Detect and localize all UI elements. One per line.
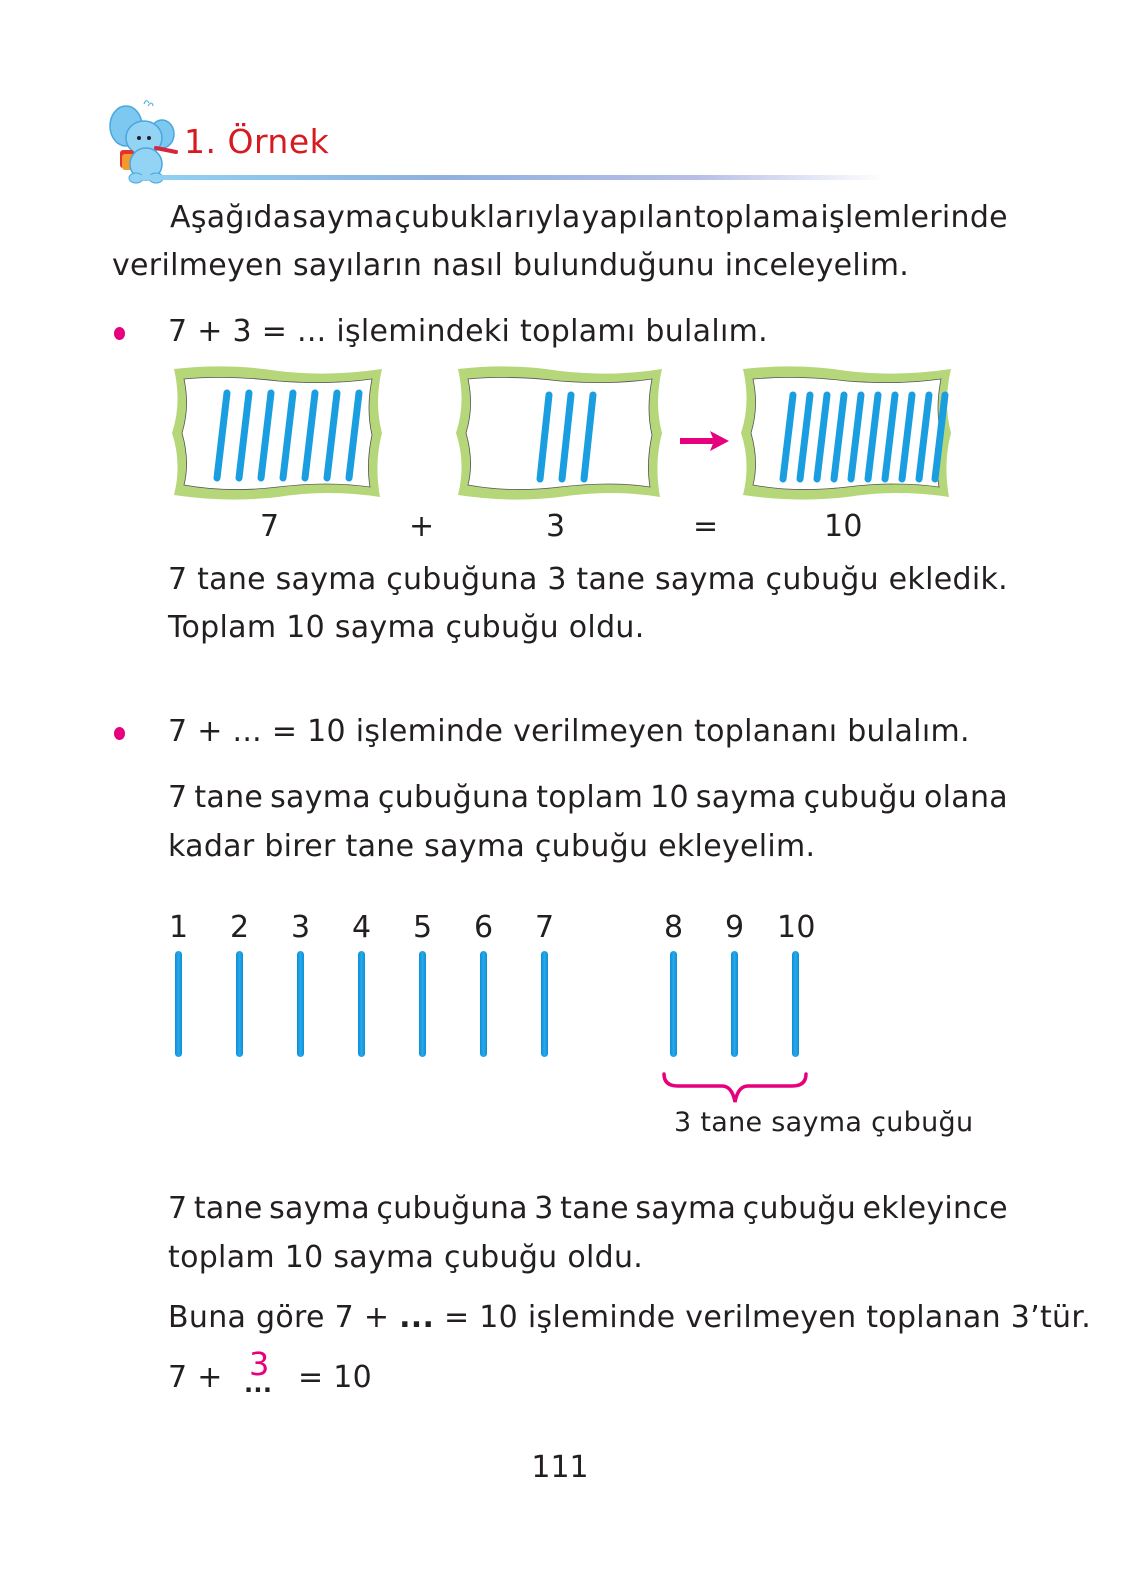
- blank-dots: ...: [399, 1300, 435, 1335]
- word: 7: [168, 562, 188, 597]
- box-label-3: 3: [546, 509, 566, 544]
- counting-stick: [480, 951, 487, 1057]
- counting-stick: [236, 951, 243, 1057]
- conclusion-line-1: 7 tane sayma çubuğuna 3 tane sayma çubuğ…: [168, 1191, 1008, 1227]
- curly-brace-icon: [660, 1072, 810, 1106]
- page-number: 111: [531, 1450, 589, 1485]
- word: sayma: [292, 200, 394, 235]
- word: tane: [197, 562, 266, 597]
- word: çubuğu: [803, 780, 918, 815]
- box-label-7: 7: [260, 509, 280, 544]
- final-equation-right: = 10: [298, 1360, 373, 1395]
- word: sayma: [654, 562, 756, 597]
- word: yapılan: [581, 200, 693, 235]
- word: 7: [168, 780, 188, 815]
- conclusion-line-2: toplam 10 sayma çubuğu oldu.: [168, 1240, 644, 1275]
- bullet-icon: [114, 727, 125, 740]
- word: 3: [547, 562, 567, 597]
- counting-stick: [731, 951, 738, 1057]
- counting-stick: [358, 951, 365, 1057]
- stick-number: 7: [535, 910, 555, 945]
- counting-stick: [297, 951, 304, 1057]
- stick-box-10: [737, 363, 957, 503]
- stick-box-3: [452, 363, 668, 503]
- example2-para-line-1: 7 tane sayma çubuğuna toplam 10 sayma çu…: [168, 780, 1008, 816]
- stick-number: 3: [291, 910, 311, 945]
- example2-para-line-2: kadar birer tane sayma çubuğu ekleyelim.: [168, 829, 816, 864]
- stick-number: 1: [169, 910, 189, 945]
- word: tane: [193, 1191, 263, 1226]
- counting-stick: [541, 951, 548, 1057]
- stick-box-7: [168, 363, 388, 503]
- example1-prompt: 7 + 3 = ... işlemindeki toplamı bulalım.: [168, 314, 768, 349]
- word: tane: [560, 1191, 629, 1226]
- final-equation-answer: 3: [249, 1345, 270, 1383]
- stick-number: 10: [777, 910, 816, 945]
- word: çubuğu: [765, 562, 879, 597]
- word: çubuğuna: [386, 562, 538, 597]
- bullet-icon: [114, 327, 125, 340]
- counting-stick: [792, 951, 799, 1057]
- word: çubuğuna: [377, 780, 530, 815]
- word: sayma: [269, 1191, 370, 1226]
- stick-number: 4: [352, 910, 372, 945]
- word: 10: [650, 780, 689, 815]
- title-underline: [140, 175, 885, 180]
- word: olana: [924, 780, 1008, 815]
- equals-sign: =: [693, 509, 719, 544]
- word: toplama: [693, 200, 820, 235]
- word: toplam: [536, 780, 644, 815]
- final-equation-left: 7 +: [168, 1360, 223, 1395]
- word: sayma: [635, 1191, 737, 1226]
- word: çubuğuna: [376, 1191, 528, 1226]
- stick-number: 8: [664, 910, 684, 945]
- page-title: 1. Örnek: [184, 122, 330, 161]
- result-text: = 10 işleminde verilmeyen toplanan 3’tür…: [434, 1300, 1092, 1335]
- example1-explanation-line-1: 7 tane sayma çubuğuna 3 tane sayma çubuğ…: [168, 562, 1008, 598]
- intro-line-2: verilmeyen sayıların nasıl bulunduğunu i…: [112, 248, 910, 283]
- word: ekledik.: [888, 562, 1008, 597]
- stick-number: 2: [230, 910, 250, 945]
- word: işlemlerinde: [820, 200, 1008, 235]
- word: sayma: [695, 780, 797, 815]
- word: Aşağıda: [170, 200, 292, 235]
- counting-stick: [670, 951, 677, 1057]
- word: ekleyince: [862, 1191, 1008, 1226]
- word: çubuğu: [742, 1191, 857, 1226]
- plus-sign: +: [409, 509, 435, 544]
- example1-explanation-line-2: Toplam 10 sayma çubuğu oldu.: [168, 610, 645, 645]
- word: tane: [194, 780, 264, 815]
- result-line: Buna göre 7 + ... = 10 işleminde verilme…: [168, 1300, 1091, 1336]
- word: 3: [534, 1191, 554, 1226]
- stick-number: 5: [413, 910, 433, 945]
- word: sayma: [270, 780, 371, 815]
- box-label-10: 10: [824, 509, 863, 544]
- word: 7: [168, 1191, 188, 1226]
- word: sayma: [275, 562, 377, 597]
- right-arrow-icon: [680, 430, 730, 452]
- brace-caption: 3 tane sayma çubuğu: [674, 1107, 974, 1138]
- stick-number: 9: [725, 910, 745, 945]
- final-equation-dots: ...: [244, 1370, 273, 1398]
- counting-stick: [175, 951, 182, 1057]
- word: çubuklarıyla: [394, 200, 581, 235]
- counting-stick: [419, 951, 426, 1057]
- example2-prompt: 7 + ... = 10 işleminde verilmeyen toplan…: [168, 714, 970, 749]
- stick-number: 6: [474, 910, 494, 945]
- result-text: Buna göre 7 +: [168, 1300, 400, 1335]
- word: tane: [576, 562, 646, 597]
- intro-line-1: Aşağıda sayma çubuklarıyla yapılan topla…: [170, 200, 1008, 236]
- elephant-mascot-icon: [106, 98, 182, 186]
